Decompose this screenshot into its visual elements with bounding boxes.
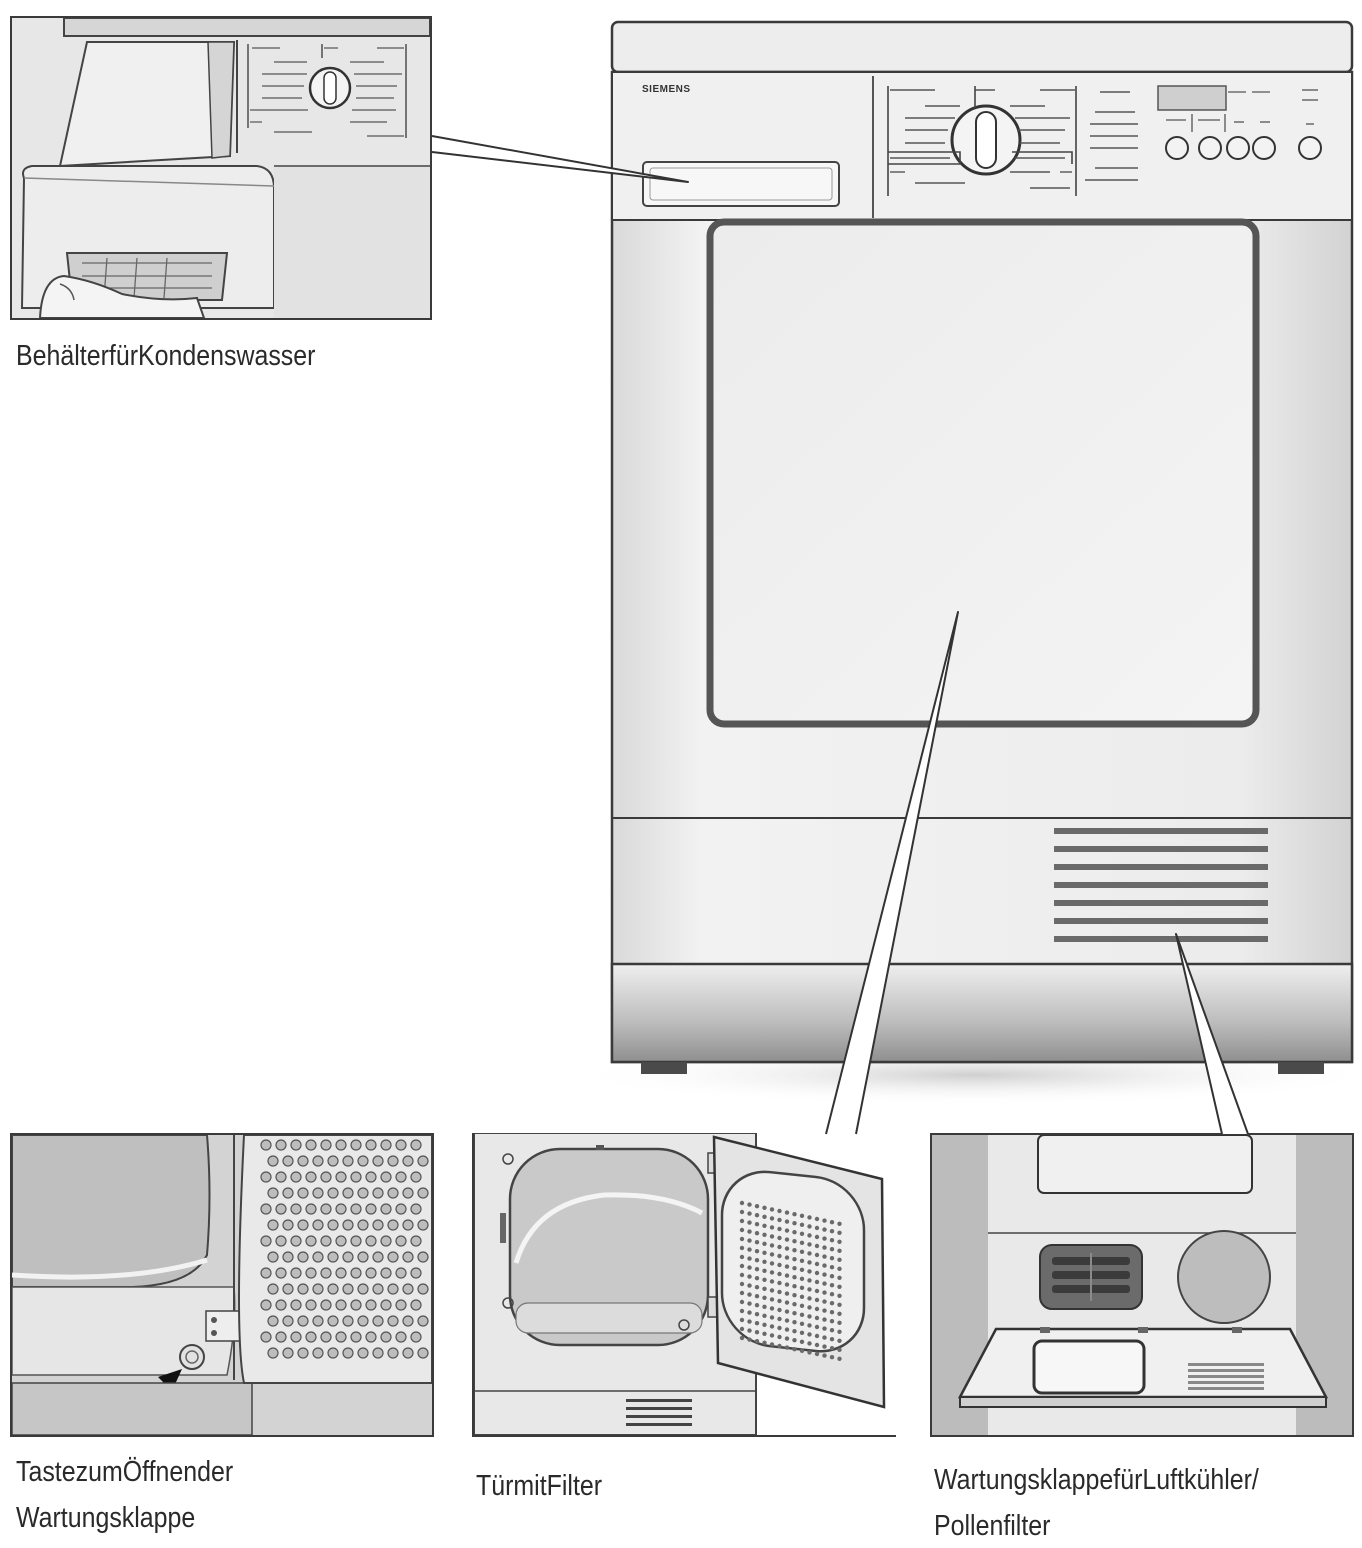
label-door-filter: TürmitFilter [476, 1470, 603, 1502]
inset-condensate-container [10, 16, 432, 320]
brand-logo: SIEMENS [642, 84, 691, 95]
label-hatch-button-line1: TastezumÖffnender [16, 1456, 234, 1488]
label-hatch-button-line2: Wartungsklappe [16, 1502, 196, 1534]
label-maintenance-hatch-line1: WartungsklappefürLuftkühler/ [934, 1464, 1259, 1496]
label-maintenance-hatch-line2: Pollenfilter [934, 1510, 1051, 1542]
inset-condensate-illustration [12, 18, 430, 318]
inset-hatch-button [10, 1133, 434, 1437]
label-condensate-container: BehälterfürKondenswasser [16, 340, 316, 372]
inset-hatch-button-illustration [12, 1135, 432, 1435]
inset-maintenance-hatch [930, 1133, 1354, 1437]
inset-door-filter [472, 1133, 896, 1437]
inset-maintenance-hatch-illustration [932, 1135, 1352, 1435]
inset-door-filter-illustration [474, 1133, 896, 1435]
